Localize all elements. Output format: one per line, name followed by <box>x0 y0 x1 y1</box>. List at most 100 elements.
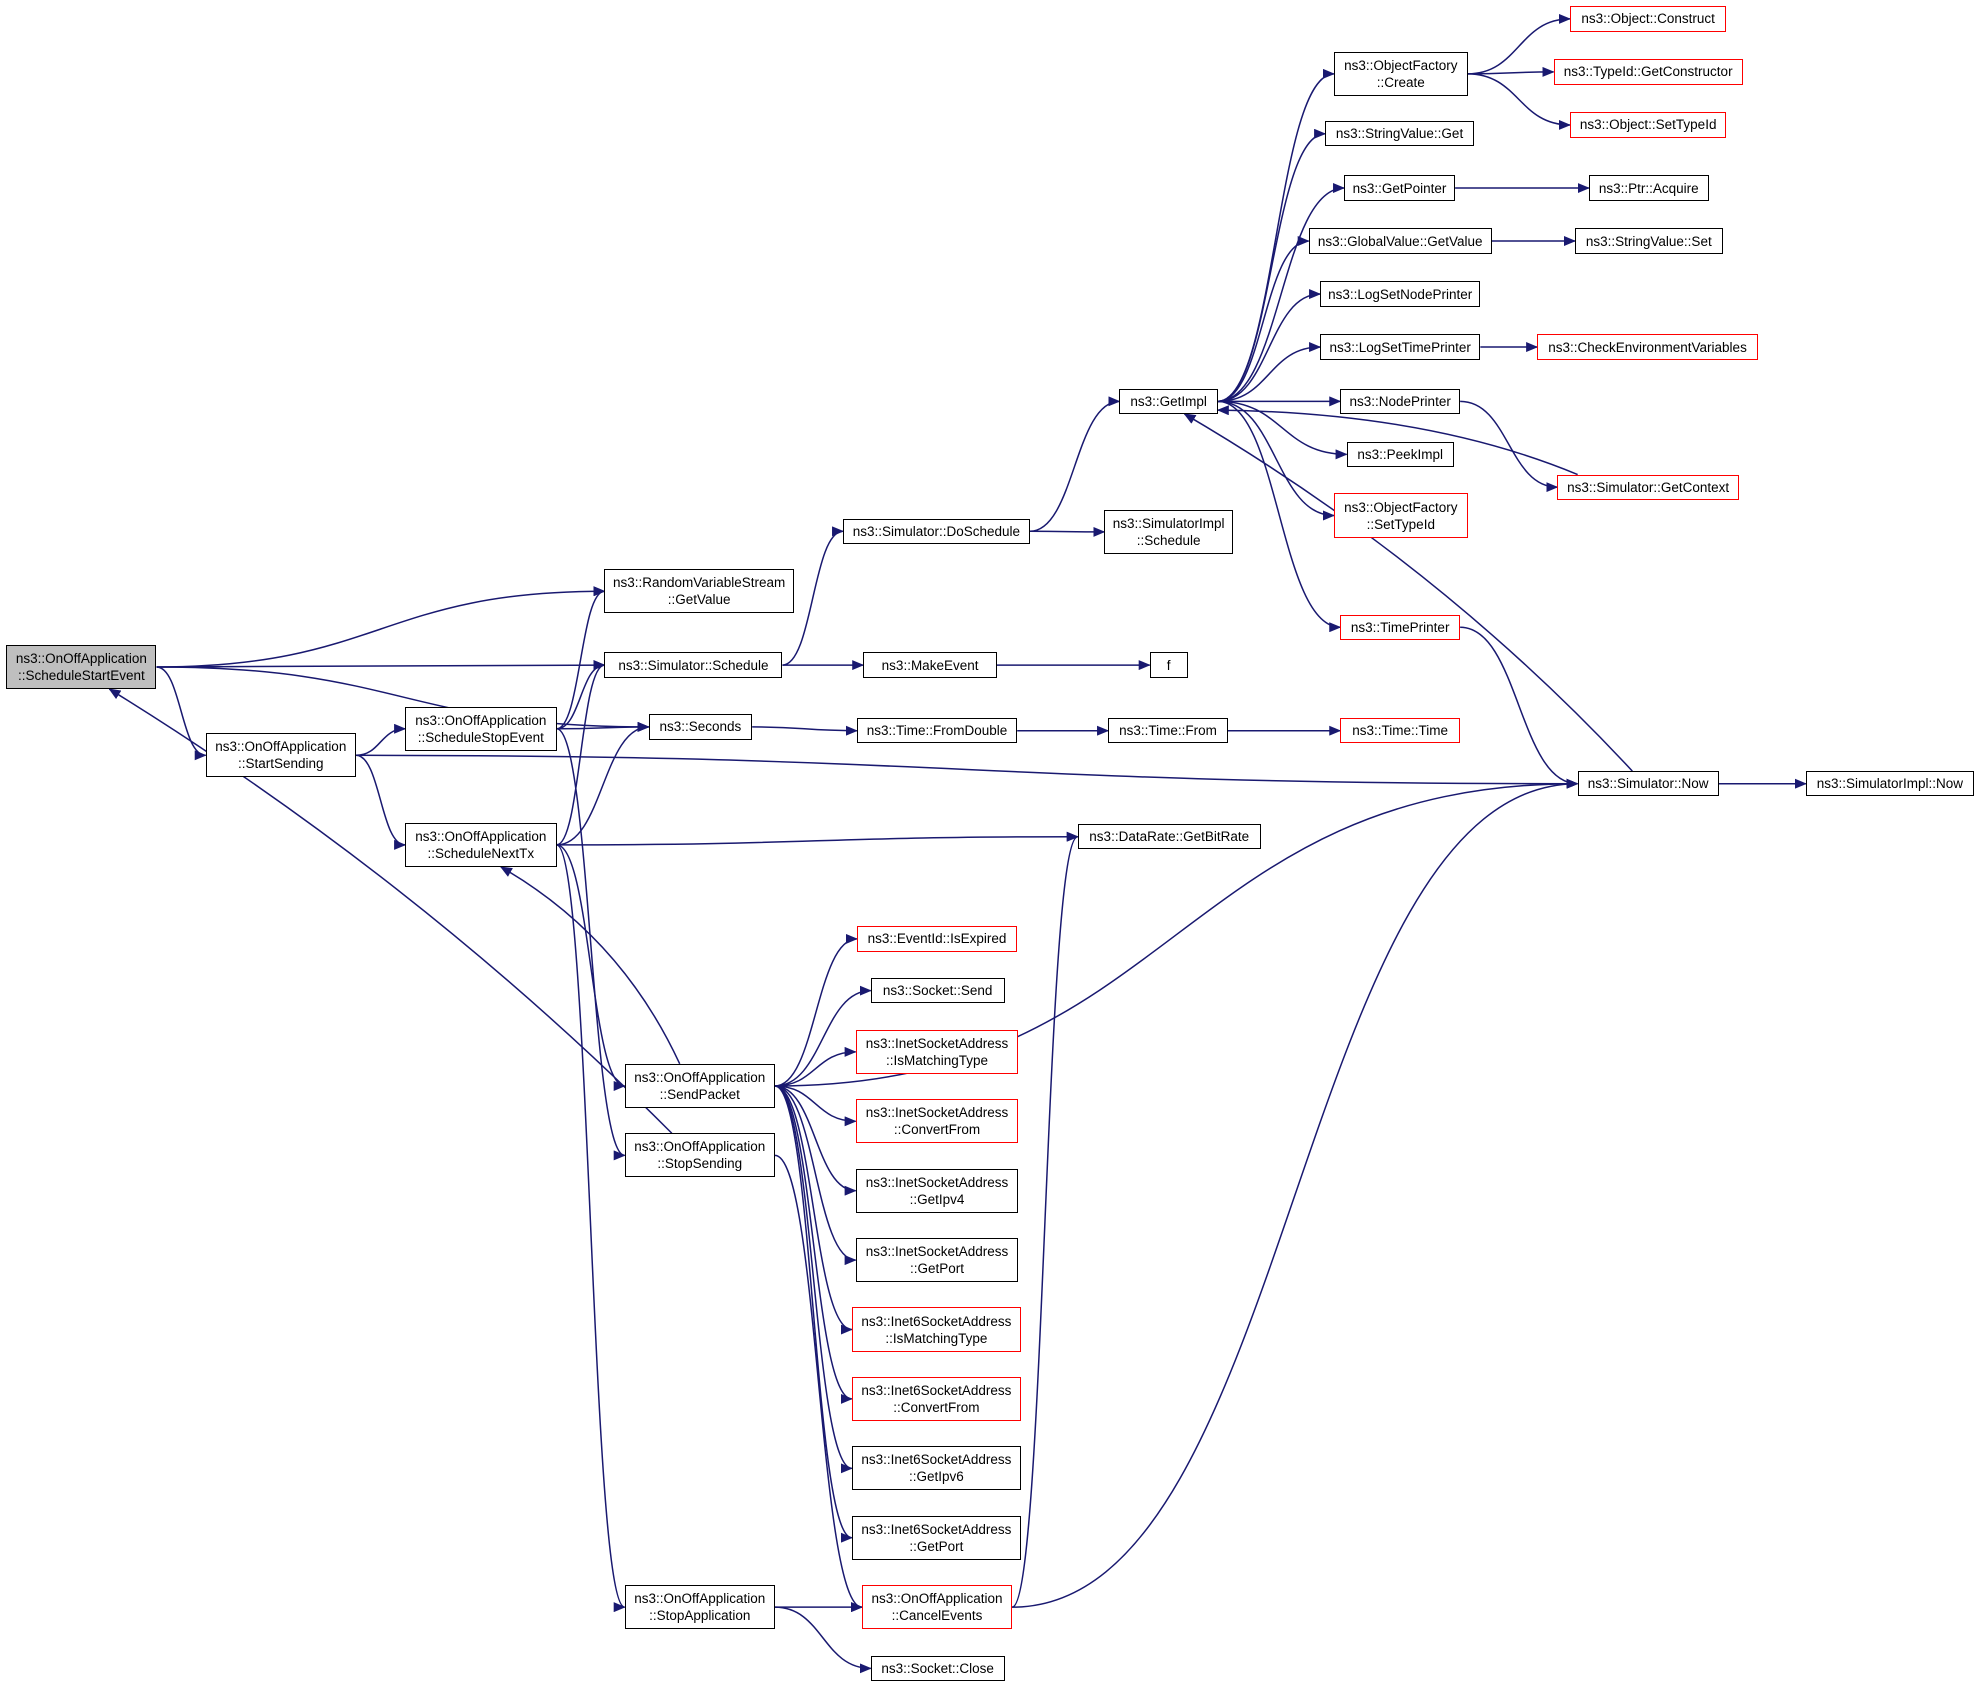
edge-sendpacket-to-inet-getport <box>774 1085 857 1266</box>
node-getimpl[interactable]: ns3::GetImpl <box>1119 388 1218 414</box>
node-label-line: ns3::OnOffApplication <box>415 712 547 728</box>
node-inet-ismatching[interactable]: ns3::InetSocketAddress::IsMatchingType <box>855 1029 1019 1074</box>
node-inet-getipv4[interactable]: ns3::InetSocketAddress::GetIpv4 <box>855 1168 1019 1213</box>
node-logtimeprinter[interactable]: ns3::LogSetTimePrinter <box>1320 334 1481 360</box>
node-label-line: ns3::CheckEnvironmentVariables <box>1548 339 1747 355</box>
edge-getimpl-to-logtimeprinter <box>1217 342 1322 403</box>
node-label-line: ns3::PeekImpl <box>1357 446 1443 462</box>
edge-doschedule-to-getimpl <box>1029 396 1121 533</box>
edge-getimpl-to-of-settypeid <box>1217 400 1335 521</box>
node-label-line: ns3::Object::Construct <box>1581 11 1715 27</box>
edge-sim-now-to-getimpl <box>1183 413 1633 772</box>
node-obj-settypeid[interactable]: ns3::Object::SetTypeId <box>1569 112 1727 138</box>
node-of-create[interactable]: ns3::ObjectFactory::Create <box>1333 51 1468 96</box>
edge-root-to-sim-schedule <box>156 660 606 671</box>
node-doschedule[interactable]: ns3::Simulator::DoSchedule <box>843 518 1030 544</box>
edge-of-create-to-obj-settypeid <box>1467 73 1571 130</box>
node-gv-getvalue[interactable]: ns3::GlobalValue::GetValue <box>1308 228 1492 254</box>
node-socket-close[interactable]: ns3::Socket::Close <box>870 1655 1005 1681</box>
node-getpointer[interactable]: ns3::GetPointer <box>1344 175 1456 201</box>
node-sim-getcontext[interactable]: ns3::Simulator::GetContext <box>1557 474 1740 500</box>
edge-cancelevents-to-sim-now <box>1012 778 1579 1608</box>
node-timeprinter[interactable]: ns3::TimePrinter <box>1340 614 1461 640</box>
node-checkenv[interactable]: ns3::CheckEnvironmentVariables <box>1537 334 1758 360</box>
node-sim-schedule[interactable]: ns3::Simulator::Schedule <box>604 652 783 678</box>
node-inet6-ismatching[interactable]: ns3::Inet6SocketAddress::IsMatchingType <box>851 1307 1021 1352</box>
node-rvs-getvalue[interactable]: ns3::RandomVariableStream::GetValue <box>604 569 794 614</box>
node-inet6-convertfrom[interactable]: ns3::Inet6SocketAddress::ConvertFrom <box>851 1376 1021 1421</box>
node-label-line: ns3::RandomVariableStream <box>612 575 786 591</box>
edge-of-create-to-obj-construct <box>1467 13 1571 75</box>
node-seconds[interactable]: ns3::Seconds <box>648 714 753 740</box>
edge-schedulenexttx-to-sendpacket <box>556 844 626 1091</box>
node-getbitrate[interactable]: ns3::DataRate::GetBitRate <box>1077 824 1261 850</box>
node-obj-construct[interactable]: ns3::Object::Construct <box>1569 6 1727 32</box>
node-label-line: ns3::Inet6SocketAddress <box>861 1313 1012 1329</box>
node-sv-set[interactable]: ns3::StringValue::Set <box>1574 228 1723 254</box>
node-stopapplication[interactable]: ns3::OnOffApplication::StopApplication <box>624 1585 775 1630</box>
node-time-time[interactable]: ns3::Time::Time <box>1340 718 1461 744</box>
node-label-line: ns3::ObjectFactory <box>1344 57 1458 73</box>
node-sim-now[interactable]: ns3::Simulator::Now <box>1577 771 1719 797</box>
node-simimpl-now[interactable]: ns3::SimulatorImpl::Now <box>1805 771 1974 797</box>
node-cancelevents[interactable]: ns3::OnOffApplication::CancelEvents <box>861 1585 1013 1630</box>
node-label-line: ns3::InetSocketAddress <box>865 1035 1009 1051</box>
node-schedulestopevent[interactable]: ns3::OnOffApplication::ScheduleStopEvent <box>405 706 557 751</box>
node-schedulenexttx[interactable]: ns3::OnOffApplication::ScheduleNextTx <box>405 822 557 867</box>
edge-getimpl-to-sv-get <box>1217 128 1327 403</box>
node-label-line: ::ScheduleStartEvent <box>17 667 145 683</box>
node-label-line: ::SetTypeId <box>1366 516 1435 532</box>
node-label-line: ::GetIpv4 <box>909 1191 965 1207</box>
node-sendpacket[interactable]: ns3::OnOffApplication::SendPacket <box>624 1063 775 1109</box>
node-label-line: ::IsMatchingType <box>885 1052 989 1068</box>
node-label-line: ns3::Inet6SocketAddress <box>861 1452 1012 1468</box>
node-stopsending[interactable]: ns3::OnOffApplication::StopSending <box>624 1133 775 1178</box>
node-ptr-acquire[interactable]: ns3::Ptr::Acquire <box>1588 175 1709 201</box>
edge-schedulestopevent-to-stopsending <box>556 728 626 1161</box>
node-makeevent[interactable]: ns3::MakeEvent <box>863 652 997 678</box>
node-inet6-getport[interactable]: ns3::Inet6SocketAddress::GetPort <box>851 1515 1021 1560</box>
node-inet-getport[interactable]: ns3::InetSocketAddress::GetPort <box>855 1238 1019 1283</box>
node-simimpl-schedule[interactable]: ns3::SimulatorImpl::Schedule <box>1104 509 1233 554</box>
node-label-line: ns3::Simulator::Now <box>1587 776 1709 792</box>
node-label-line: ns3::OnOffApplication <box>634 1591 766 1607</box>
node-peekimpl[interactable]: ns3::PeekImpl <box>1346 441 1454 467</box>
node-label-line: ns3::Inet6SocketAddress <box>861 1521 1012 1537</box>
edge-sendpacket-to-inet-convertfrom <box>774 1085 857 1127</box>
node-lognodeprinter[interactable]: ns3::LogSetNodePrinter <box>1320 281 1481 307</box>
edge-sim-getcontext-to-getimpl <box>1216 405 1578 476</box>
edge-root-to-rvs-getvalue <box>156 586 606 668</box>
node-of-settypeid[interactable]: ns3::ObjectFactory::SetTypeId <box>1333 493 1468 538</box>
node-time-from[interactable]: ns3::Time::From <box>1108 718 1228 744</box>
node-sv-get[interactable]: ns3::StringValue::Get <box>1325 121 1474 147</box>
node-label-line: ns3::ObjectFactory <box>1344 499 1458 515</box>
edge-schedulestopevent-to-rvs-getvalue <box>556 586 606 730</box>
node-fromdouble[interactable]: ns3::Time::FromDouble <box>856 718 1018 744</box>
node-label-line: ns3::EventId::IsExpired <box>867 931 1007 947</box>
node-label-line: ns3::SimulatorImpl <box>1112 515 1225 531</box>
edge-sendpacket-to-isexpired <box>774 933 858 1087</box>
node-label-line: ::StartSending <box>238 756 324 772</box>
node-label-line: ns3::Ptr::Acquire <box>1598 180 1699 196</box>
node-label-line: ns3::InetSocketAddress <box>865 1105 1009 1121</box>
node-socket-send[interactable]: ns3::Socket::Send <box>870 978 1005 1004</box>
node-root: ns3::OnOffApplication::ScheduleStartEven… <box>6 644 157 690</box>
node-typeid-getctor[interactable]: ns3::TypeId::GetConstructor <box>1553 59 1743 85</box>
node-isexpired[interactable]: ns3::EventId::IsExpired <box>856 926 1018 952</box>
edge-startsending-to-schedulestopevent <box>355 723 407 757</box>
edge-of-create-to-typeid-getctor <box>1467 66 1555 77</box>
node-startsending[interactable]: ns3::OnOffApplication::StartSending <box>205 733 356 778</box>
edge-seconds-to-fromdouble <box>752 725 858 736</box>
node-label-line: ns3::TypeId::GetConstructor <box>1563 64 1733 80</box>
node-label-line: ns3::Time::FromDouble <box>866 723 1008 739</box>
node-inet6-getipv6[interactable]: ns3::Inet6SocketAddress::GetIpv6 <box>851 1446 1021 1491</box>
node-label-line: ns3::Socket::Send <box>882 983 993 999</box>
node-inet-convertfrom[interactable]: ns3::InetSocketAddress::ConvertFrom <box>855 1099 1019 1144</box>
node-label-line: ::ConvertFrom <box>893 1399 980 1415</box>
node-label-line: ns3::DataRate::GetBitRate <box>1089 829 1250 845</box>
node-label-line: ns3::NodePrinter <box>1349 393 1451 409</box>
node-label-line: ns3::OnOffApplication <box>15 650 147 666</box>
node-nodeprinter[interactable]: ns3::NodePrinter <box>1340 388 1461 414</box>
node-f[interactable]: f <box>1149 652 1188 678</box>
node-label-line: ns3::Simulator::Schedule <box>618 657 769 673</box>
